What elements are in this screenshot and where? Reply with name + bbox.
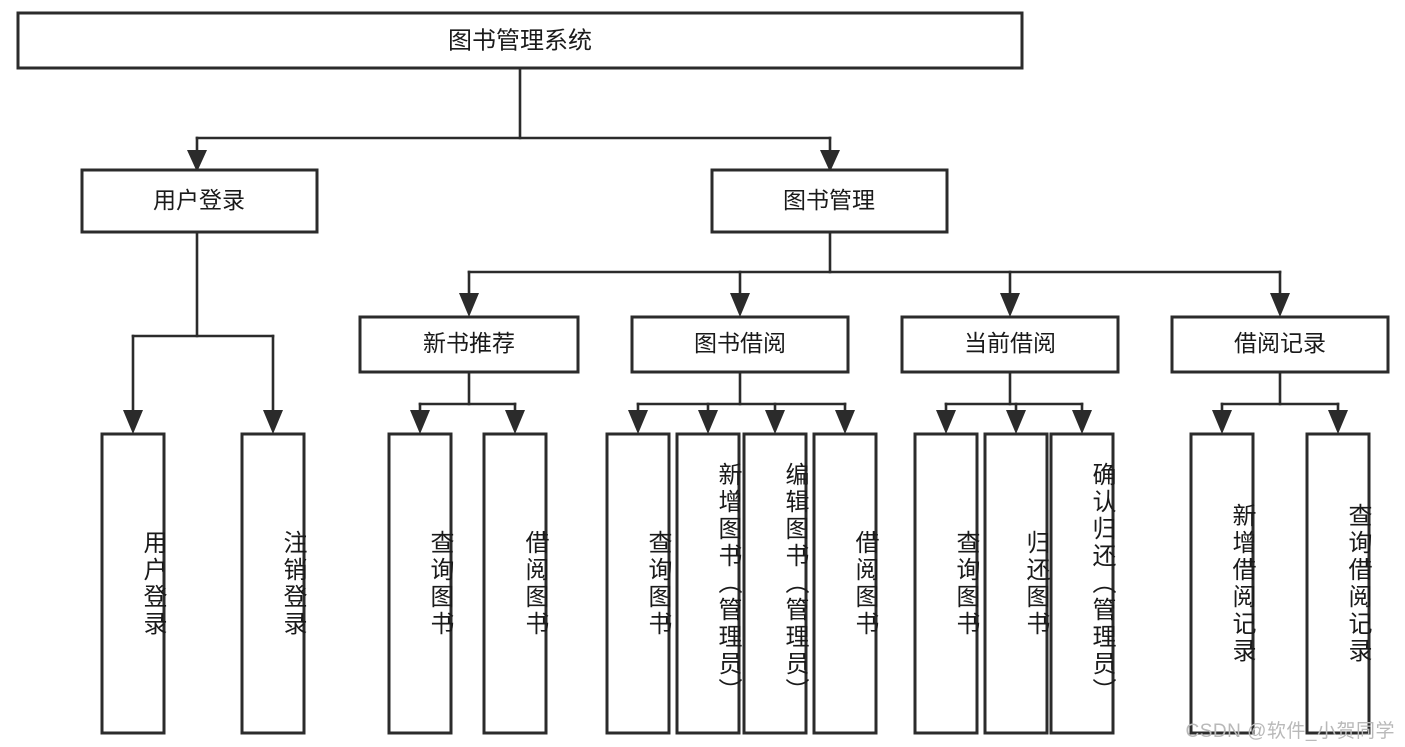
node-new-book-rec-label: 新书推荐: [423, 330, 515, 356]
leaf-box-query-book-1[interactable]: [387, 432, 453, 735]
arrow-books-to-borrow: [730, 293, 750, 317]
arrow-current-leaf3: [1072, 410, 1092, 434]
arrow-root-to-user: [187, 150, 207, 172]
arrow-books-to-new: [459, 293, 479, 317]
arrow-current-leaf1: [936, 410, 956, 434]
arrow-current-leaf2: [1006, 410, 1026, 434]
arrow-borrow-leaf4: [835, 410, 855, 434]
arrow-root-to-books: [820, 150, 840, 172]
node-user-login-label: 用户登录: [153, 187, 245, 213]
leaf-box-borrow-book-2[interactable]: [812, 432, 878, 735]
node-root-label: 图书管理系统: [448, 27, 592, 54]
arrow-user-leaf2: [263, 410, 283, 434]
csdn-watermark: CSDN @软件_小贺同学: [1185, 721, 1395, 742]
leaf-box-borrow-book-1[interactable]: [482, 432, 548, 735]
arrow-borrow-leaf2: [698, 410, 718, 434]
arrow-books-to-current: [1000, 293, 1020, 317]
arrow-books-to-record: [1270, 293, 1290, 317]
arrow-new-leaf2: [505, 410, 525, 434]
arrow-record-leaf2: [1328, 410, 1348, 434]
arrow-borrow-leaf1: [628, 410, 648, 434]
leaf-box-logout[interactable]: [240, 432, 306, 735]
node-new-book-rec-box[interactable]: [358, 315, 580, 374]
arrow-new-leaf1: [410, 410, 430, 434]
leaf-box-add-book-admin[interactable]: [675, 432, 741, 735]
node-root-box[interactable]: [16, 11, 1024, 70]
leaf-box-return-book[interactable]: [983, 432, 1049, 735]
arrow-borrow-leaf3: [765, 410, 785, 434]
node-borrow-record-label: 借阅记录: [1234, 330, 1326, 356]
leaf-box-query-book-2[interactable]: [605, 432, 671, 735]
leaf-box-confirm-return-admin[interactable]: [1049, 432, 1115, 735]
leaf-box-add-borrow-record[interactable]: [1189, 432, 1255, 735]
leaf-box-query-borrow-record[interactable]: [1305, 432, 1371, 735]
arrow-user-leaf1: [123, 410, 143, 434]
node-book-manage-label: 图书管理: [783, 187, 875, 213]
node-borrow-record-box[interactable]: [1170, 315, 1390, 374]
node-user-login-box[interactable]: [80, 168, 319, 234]
node-current-borrow-box[interactable]: [900, 315, 1120, 374]
leaf-box-edit-book-admin[interactable]: [742, 432, 808, 735]
leaf-box-user-login[interactable]: [100, 432, 166, 735]
node-book-manage-box[interactable]: [710, 168, 949, 234]
leaf-box-query-book-3[interactable]: [913, 432, 979, 735]
node-current-borrow-label: 当前借阅: [964, 330, 1056, 356]
node-book-borrow-box[interactable]: [630, 315, 850, 374]
node-book-borrow-label: 图书借阅: [694, 330, 786, 356]
arrow-record-leaf1: [1212, 410, 1232, 434]
